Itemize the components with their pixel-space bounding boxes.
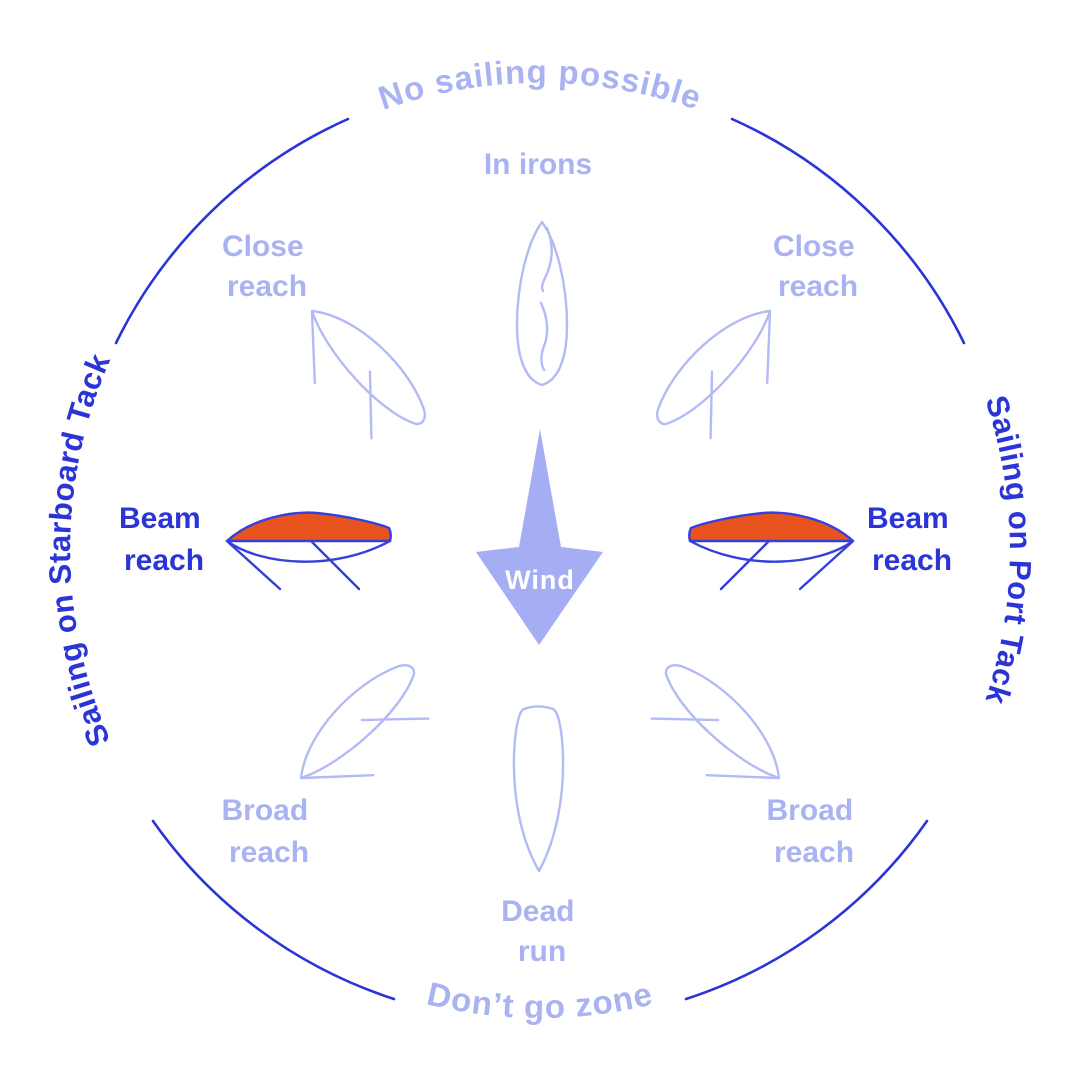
label-close-reach-right: Close reach (773, 230, 863, 303)
starboard-tack-label-text: Sailing on Starboard Tack (42, 348, 117, 752)
port-tack-label-text: Sailing on Port Tack (978, 391, 1037, 709)
compass-ring (114, 117, 966, 1001)
boat-beam-reach-left (225, 511, 392, 591)
ring-arc-upper-right (730, 117, 966, 345)
label-beam-reach-left: Beam reach (119, 502, 209, 577)
boat-broad-reach-right (632, 649, 797, 814)
dont-go-zone-label-text: Don’t go zone (424, 975, 656, 1025)
sail-beam-reach-left (225, 511, 392, 543)
ring-arc-lower-left (151, 819, 396, 1001)
ring-arc-upper-left (114, 117, 350, 345)
wind-label: Wind (505, 565, 575, 595)
starboard-tack-label: Sailing on Starboard Tack (42, 348, 117, 752)
label-beam-reach-right: Beam reach (867, 502, 957, 577)
label-in-irons: In irons (484, 148, 592, 181)
boat-in-irons (515, 220, 569, 387)
wind-arrow-icon (476, 429, 603, 645)
label-dead-run: Dead run (501, 895, 583, 968)
label-close-reach-left: Close reach (222, 230, 312, 303)
boat-dead-run (512, 705, 565, 873)
ring-arc-lower-right (684, 819, 929, 1001)
no-sailing-zone-label: No sailing possible (374, 53, 706, 117)
boat-close-reach-right (641, 293, 806, 458)
no-sailing-zone-label-text: No sailing possible (374, 53, 707, 117)
luffing-sail-upper (540, 226, 553, 293)
wind-indicator: Wind (476, 429, 603, 645)
label-broad-reach-right: Broad reach (766, 794, 861, 869)
boat-broad-reach-left (283, 649, 448, 814)
port-tack-label: Sailing on Port Tack (978, 391, 1037, 709)
boat-beam-reach-right (688, 511, 855, 591)
label-broad-reach-left: Broad reach (221, 794, 316, 869)
luffing-sail-lower (539, 301, 549, 372)
boat-close-reach-left (276, 293, 441, 458)
dont-go-zone-label: Don’t go zone (424, 975, 655, 1025)
sail-beam-reach-right (688, 511, 855, 543)
